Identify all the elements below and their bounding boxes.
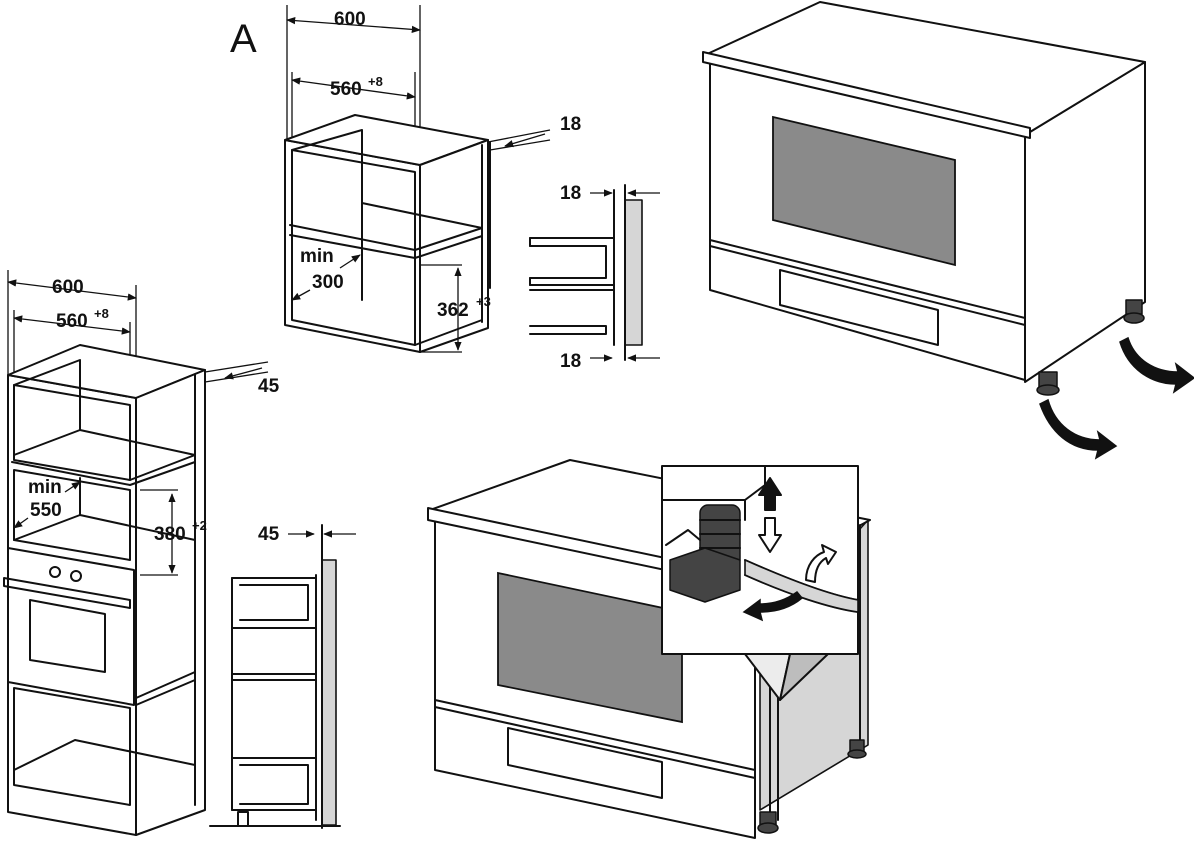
tall-cabinet-drawing xyxy=(3,270,206,836)
tall-section-gap-label: 45 xyxy=(258,524,280,545)
top-min-label: min xyxy=(300,246,334,267)
height-adjust-arrow xyxy=(758,477,782,511)
tall-width-label: 600 xyxy=(52,277,84,298)
pull-out-arrow xyxy=(742,590,804,622)
top-min-depth-label: 300 xyxy=(312,272,344,293)
foot-rotate-arrow-right xyxy=(1119,336,1194,394)
top-section-top-thickness: 18 xyxy=(560,183,581,204)
tall-niche-height-tolerance: +2 xyxy=(192,518,207,533)
tall-min-label: min xyxy=(28,477,62,498)
tall-section-detail xyxy=(209,524,341,829)
top-niche-height-label: 362 xyxy=(437,300,469,321)
tall-niche-width-label: 560 xyxy=(56,311,88,332)
tall-depth-offset-label: 45 xyxy=(258,376,280,397)
foot-rotate-arrow-left xyxy=(1039,398,1118,460)
top-niche-width-label: 560 xyxy=(330,79,362,100)
tall-min-depth-label: 550 xyxy=(30,500,62,521)
figure-label: A xyxy=(230,17,257,61)
height-adjust-arrow-down xyxy=(758,517,782,553)
lift-arrow xyxy=(805,544,837,583)
top-depth-offset-label: 18 xyxy=(560,114,581,135)
tall-niche-height-label: 380 xyxy=(154,524,186,545)
top-niche-height-tolerance: +3 xyxy=(476,294,491,309)
foot-adjustment-inset xyxy=(661,465,859,701)
appliance-top-right xyxy=(702,1,1146,396)
top-cabinet-drawing xyxy=(284,5,491,353)
top-section-bottom-thickness: 18 xyxy=(560,351,581,372)
top-niche-width-tolerance: +8 xyxy=(368,74,383,89)
tall-niche-width-tolerance: +8 xyxy=(94,306,109,321)
top-width-label: 600 xyxy=(334,9,366,30)
top-section-detail xyxy=(529,184,643,361)
